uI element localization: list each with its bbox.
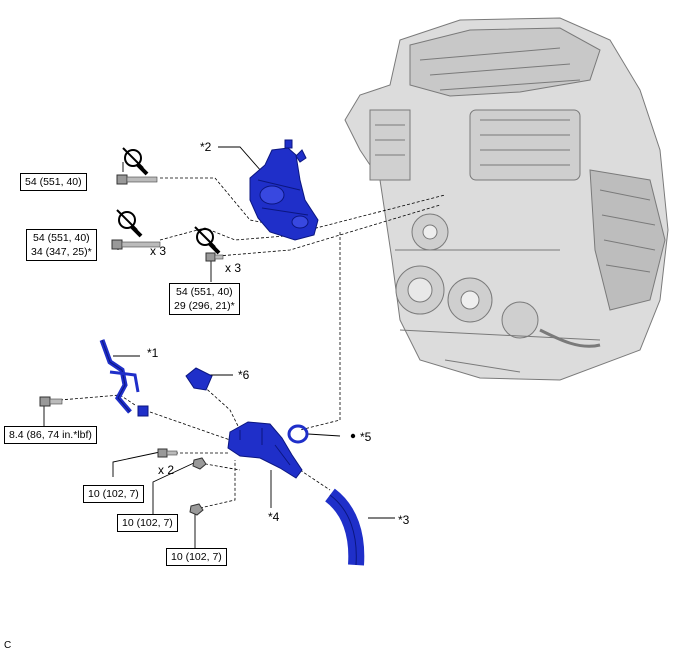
torque-wrench-icon (116, 209, 143, 238)
bolt-icon (111, 239, 161, 250)
bolt-icon (39, 396, 63, 407)
nut-icon (192, 457, 207, 470)
dashed-reference-lines (59, 177, 446, 509)
callout-label: *1 (147, 346, 159, 360)
nut-icon (189, 503, 204, 516)
torque-spec-box: 8.4 (86, 74 in.*lbf) (4, 426, 97, 444)
figure-code: C (4, 640, 12, 651)
callout-label: *5 (360, 430, 372, 444)
torque-spec-box: 10 (102, 7) (117, 514, 178, 532)
part-4-housing (227, 421, 303, 479)
part-5-o-ring (287, 424, 309, 444)
torque-wrench-icon (122, 147, 149, 176)
torque-wrench-icon (194, 226, 221, 255)
part-1-hose (99, 339, 149, 417)
torque-spec-box: 10 (102, 7) (166, 548, 227, 566)
callout-label: *3 (398, 513, 410, 527)
quantity-label: x 3 (225, 261, 242, 275)
bolt-icon (116, 174, 158, 185)
torque-spec-box: 10 (102, 7) (83, 485, 144, 503)
part-3-pipe (324, 488, 365, 566)
callout-label: *4 (268, 510, 280, 524)
bolt-icon (157, 448, 178, 458)
quantity-label: x 2 (158, 463, 175, 477)
engine-assembly-illustration (344, 17, 669, 381)
callout-label: *2 (200, 140, 212, 154)
torque-spec-box: 54 (551, 40) 34 (347, 25)* (26, 229, 97, 261)
part-2-bracket (249, 139, 319, 241)
part-6-hose (185, 367, 213, 391)
callout-label: *6 (238, 368, 250, 382)
torque-spec-box: 54 (551, 40) (20, 173, 87, 191)
leader-lines (43, 146, 395, 548)
bolt-icon (205, 252, 224, 262)
torque-spec-box: 54 (551, 40) 29 (296, 21)* (169, 283, 240, 315)
bullet-icon (350, 433, 356, 439)
quantity-label: x 3 (150, 244, 167, 258)
